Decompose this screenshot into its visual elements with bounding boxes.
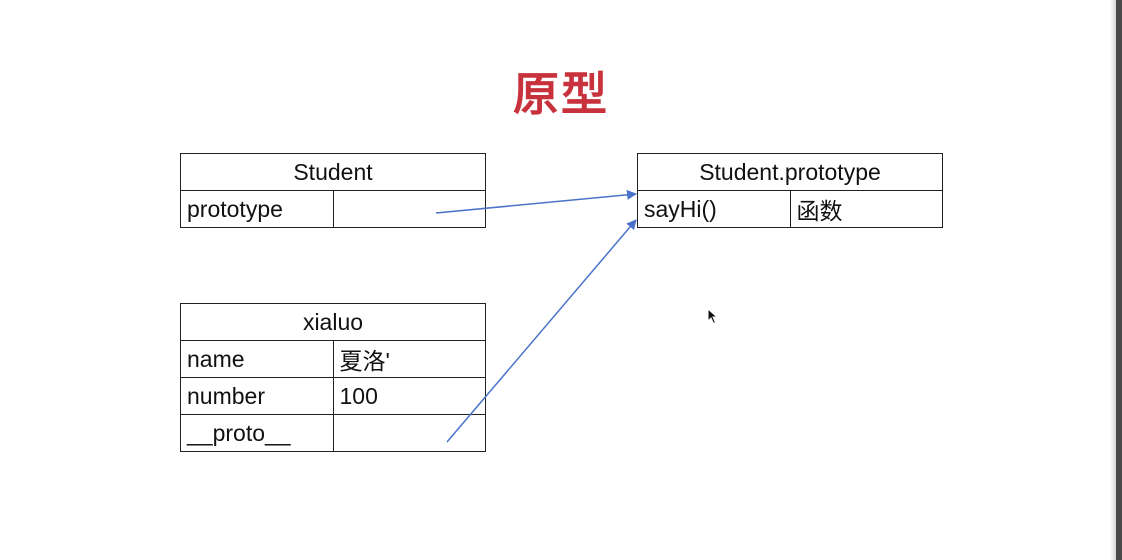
mouse-pointer-icon [707, 308, 719, 325]
xialuo-name-key: name [180, 340, 334, 378]
table-row: number 100 [180, 377, 486, 415]
xialuo-object-box: xialuo name 夏洛' number 100 __proto__ [180, 303, 486, 452]
prototype-arrow [435, 189, 637, 214]
proto-arrow [446, 219, 637, 443]
student-prototype-key: prototype [180, 190, 334, 228]
table-row: __proto__ [180, 414, 486, 452]
student-prototype-object-box: Student.prototype sayHi() 函数 [637, 153, 943, 228]
xialuo-header: xialuo [180, 303, 486, 341]
table-row: prototype [180, 190, 486, 228]
sayhi-value: 函数 [789, 190, 943, 228]
student-object-box: Student prototype [180, 153, 486, 228]
sayhi-key: sayHi() [637, 190, 791, 228]
xialuo-number-key: number [180, 377, 334, 415]
table-row: sayHi() 函数 [637, 190, 943, 228]
xialuo-name-value: 夏洛' [332, 340, 486, 378]
xialuo-proto-value [332, 414, 486, 452]
window-edge-shadow [1110, 0, 1116, 560]
window-edge [1116, 0, 1122, 560]
table-row: name 夏洛' [180, 340, 486, 378]
xialuo-proto-key: __proto__ [180, 414, 334, 452]
student-prototype-value [332, 190, 486, 228]
student-header: Student [180, 153, 486, 191]
page-title: 原型 [513, 67, 609, 121]
student-prototype-header: Student.prototype [637, 153, 943, 191]
